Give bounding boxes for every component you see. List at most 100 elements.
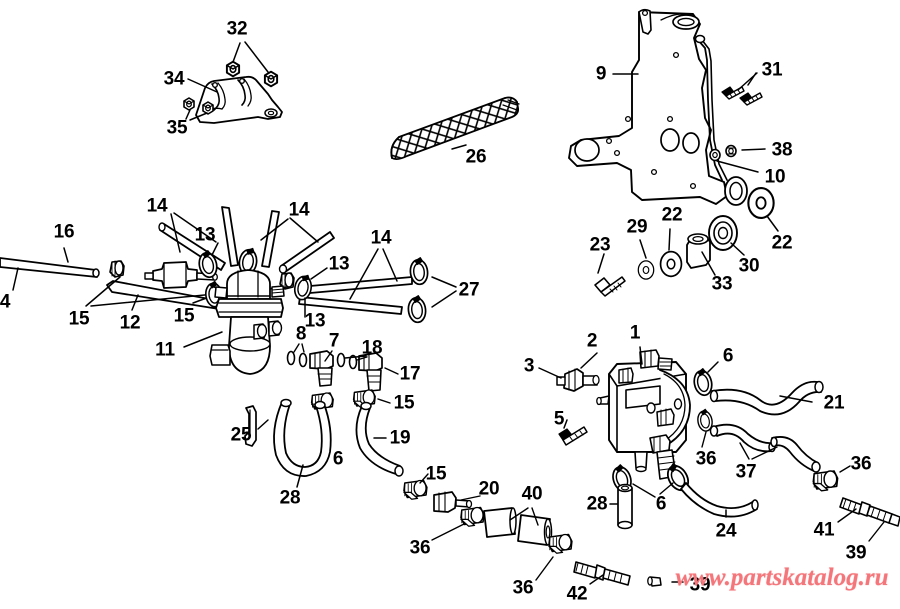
part-7-elbow [309,350,334,387]
part-10-washer [709,148,721,162]
callout-17: 17 [399,363,421,385]
callout-40: 40 [521,483,543,505]
callout-25: 25 [230,424,252,446]
part-40-hose-b [517,514,553,546]
callout-6: 6 [655,493,667,515]
callout-28: 28 [279,487,301,509]
callout-4: 4 [0,291,11,313]
leader-25 [257,419,269,430]
callout-15: 15 [68,308,90,330]
callout-34: 34 [163,68,185,90]
callout-36: 36 [409,537,431,559]
watermark-partskatalog: www.partskatalog.ru [675,564,889,591]
part-27-clamp-b [406,294,428,325]
part-14-hose-d [278,231,335,274]
part-33-bushing [686,233,711,269]
part-16-connector [144,261,218,289]
callout-14: 14 [146,195,168,217]
part-38-washer [725,144,737,158]
callout-26: 26 [465,146,487,168]
callout-6: 6 [722,345,734,367]
callout-5: 5 [553,408,565,430]
part-8-oring-b [298,352,308,368]
leader-1 [639,346,643,365]
part-24-hose [680,482,759,518]
part-22-washer-right [747,187,775,219]
callout-31: 31 [761,59,783,81]
part-11-fuel-pump [209,269,285,375]
callout-21: 21 [823,392,845,414]
callout-11: 11 [155,339,175,361]
callout-6: 6 [332,448,344,470]
part-31-screw-a [721,86,745,100]
part-30-bearing [708,215,738,251]
part-8-oring-a [286,350,296,366]
part-4-hose [0,257,100,278]
callout-8: 8 [295,323,307,345]
callout-2: 2 [586,330,598,352]
part-14-hose-f [298,296,403,315]
part-36-clamp-a [460,506,485,527]
leader-26 [451,144,467,150]
part-36-clamp-d [812,470,839,492]
callout-33: 33 [711,273,733,295]
callout-15: 15 [393,392,415,414]
callout-19: 19 [389,427,411,449]
callout-38: 38 [771,139,793,161]
callout-9: 9 [595,63,607,85]
part-32-nut-right [263,70,279,88]
part-32-nut-upper [225,60,241,78]
callout-18: 18 [361,337,383,359]
part-15-clamp-f [403,479,428,500]
part-28-sleeve [617,483,633,530]
part-2-sensor [556,368,600,392]
part-21-hose [709,380,824,416]
callout-36: 36 [512,577,534,599]
leader-11 [183,331,223,348]
part-37-hose-b [770,436,821,473]
part-9-bracket [568,8,748,206]
callout-42: 42 [566,583,588,605]
callout-16: 16 [53,221,75,243]
part-26-braided-sleeve [390,96,520,161]
part-18-oring [336,352,346,368]
callout-20: 20 [478,478,500,500]
callout-22: 22 [661,204,683,226]
part-34-bracket [195,75,283,124]
part-23-bolt [594,276,626,297]
callout-39: 39 [845,542,867,564]
callout-23: 23 [589,234,611,256]
part-15-clamp-a [109,260,125,278]
callout-13: 13 [328,253,350,275]
part-40-hose-a [483,507,517,538]
part-42-fitting [573,561,631,586]
callout-13: 13 [194,224,216,246]
part-28-hose-u [273,398,332,477]
callout-10: 10 [764,166,786,188]
leader-12 [131,294,139,311]
callout-15: 15 [173,305,195,327]
callout-14: 14 [370,227,392,249]
callout-41: 41 [813,519,835,541]
callout-3: 3 [523,355,535,377]
callout-30: 30 [738,255,760,277]
callout-29: 29 [626,216,648,238]
part-20-fitting [433,491,473,513]
part-14-hose-b [221,206,239,267]
callout-27: 27 [458,279,480,301]
part-19-hose [355,401,404,477]
part-14-hose-c [261,210,280,268]
callout-14: 14 [288,199,310,221]
leader-4 [12,267,19,291]
leader-28a [296,464,304,488]
callout-39: 39 [689,574,711,596]
callout-35: 35 [166,117,188,139]
callout-36: 36 [850,453,872,475]
callout-37: 37 [735,461,757,483]
callout-12: 12 [119,312,141,334]
callout-24: 24 [715,520,737,542]
part-5-screw [558,426,588,446]
leader-16 [63,247,69,263]
